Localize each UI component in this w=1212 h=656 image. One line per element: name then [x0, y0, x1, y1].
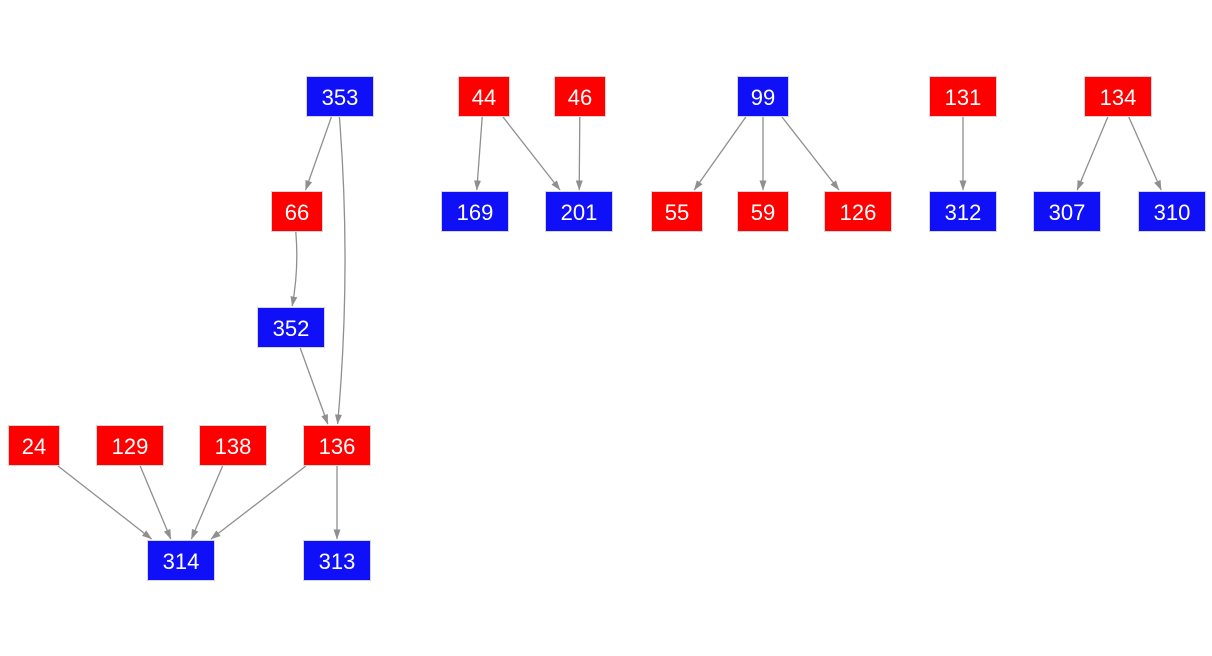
graph-node-46: 46 — [554, 76, 606, 117]
edge-129-to-314 — [139, 465, 172, 540]
edge-134-to-310 — [1128, 116, 1162, 191]
graph-node-312: 312 — [929, 191, 997, 232]
graph-node-314: 314 — [147, 540, 215, 581]
edge-134-to-307 — [1076, 116, 1109, 191]
graph-node-136: 136 — [303, 425, 371, 466]
graph-node-126: 126 — [824, 191, 892, 232]
graph-node-66: 66 — [271, 191, 323, 232]
edge-99-to-55 — [693, 116, 747, 191]
graph-node-131: 131 — [929, 76, 997, 117]
graph-node-138: 138 — [199, 425, 267, 466]
graph-node-201: 201 — [545, 191, 613, 232]
graph-node-55: 55 — [651, 191, 703, 232]
edge-24-to-314 — [57, 465, 152, 540]
edge-99-to-126 — [781, 116, 840, 191]
graph-node-169: 169 — [441, 191, 509, 232]
edge-46-to-201 — [575, 116, 583, 191]
graph-node-310: 310 — [1138, 191, 1206, 232]
edge-352-to-136 — [299, 347, 329, 425]
edge-138-to-314 — [190, 465, 224, 540]
edge-44-to-201 — [502, 116, 561, 191]
graph-node-24: 24 — [8, 425, 60, 466]
graph-node-307: 307 — [1033, 191, 1101, 232]
graph-node-99: 99 — [737, 76, 789, 117]
graph-node-353: 353 — [306, 76, 374, 117]
graph-node-59: 59 — [737, 191, 789, 232]
edge-353-to-136 — [334, 116, 346, 425]
edge-44-to-169 — [474, 116, 483, 191]
graph-node-129: 129 — [96, 425, 164, 466]
graph-node-134: 134 — [1084, 76, 1152, 117]
edge-66-to-352 — [290, 231, 298, 307]
edge-353-to-66 — [304, 116, 333, 191]
graph-node-352: 352 — [257, 307, 325, 348]
graph-node-44: 44 — [458, 76, 510, 117]
graph-node-313: 313 — [303, 540, 371, 581]
edge-136-to-314 — [210, 465, 307, 540]
